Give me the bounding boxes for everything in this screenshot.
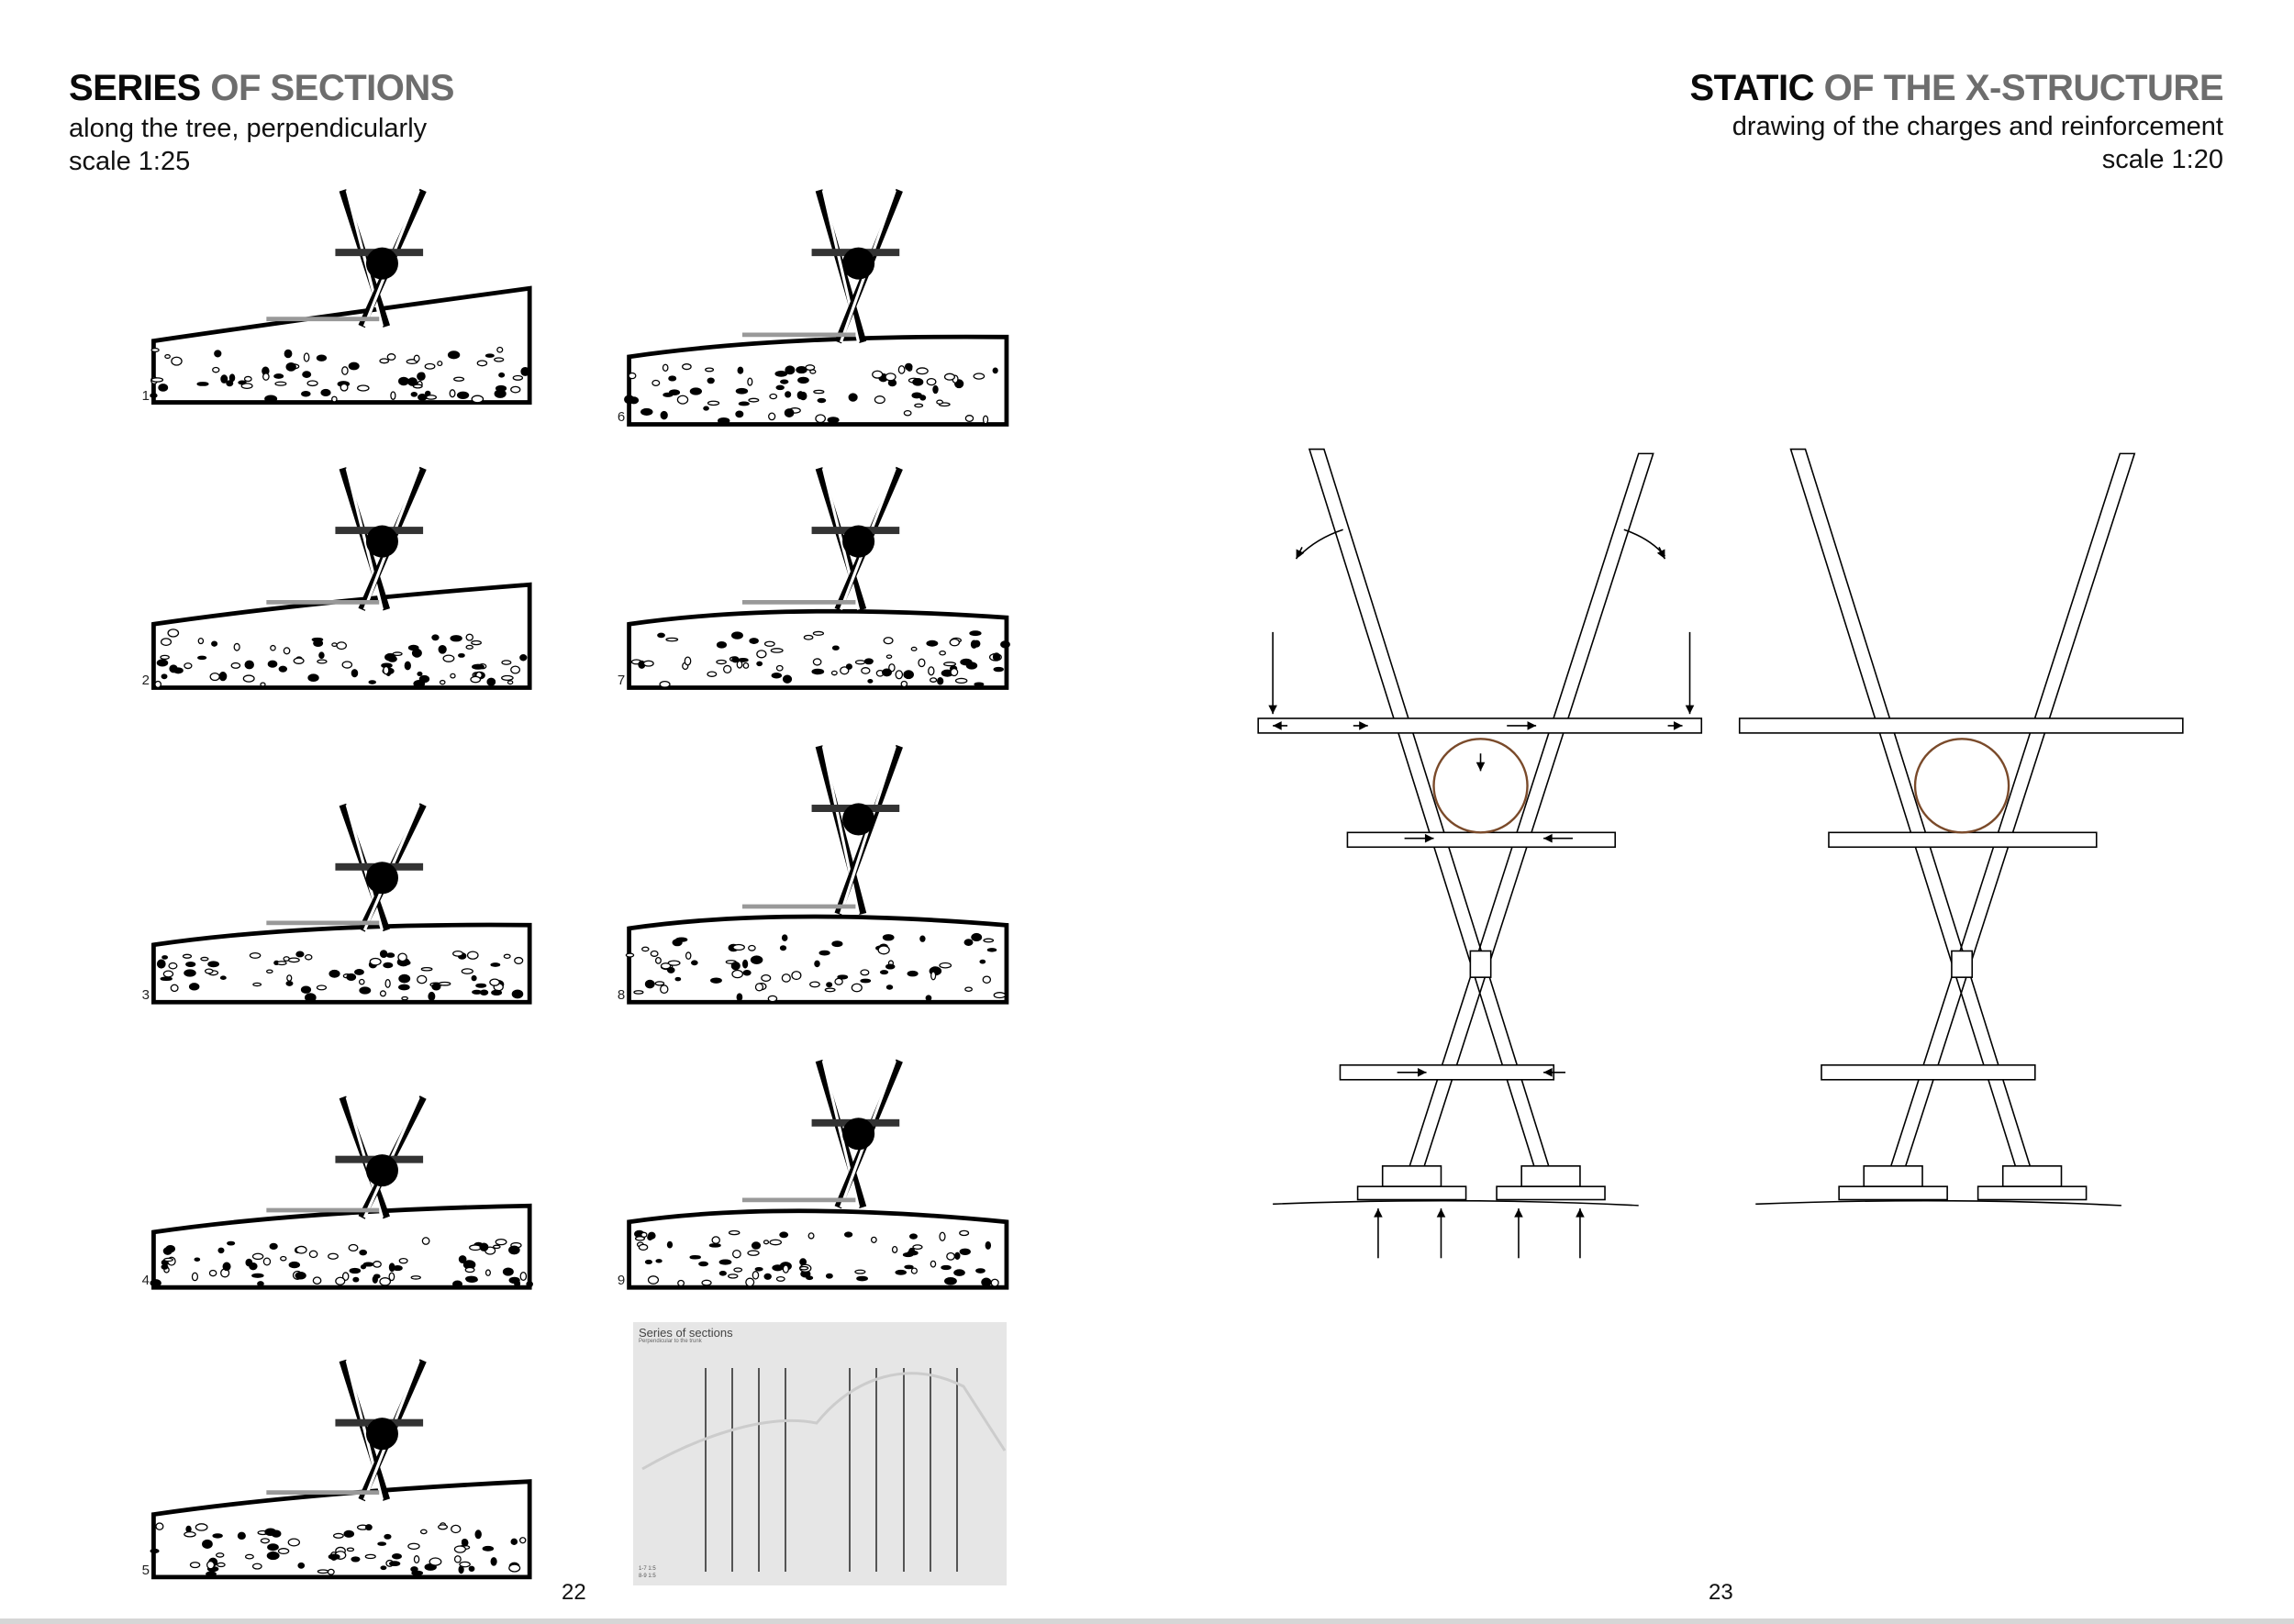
section-drawing [627, 466, 1010, 690]
section-number: 4 [141, 1273, 150, 1289]
bottom-scrollbar-strip [0, 1618, 2294, 1624]
legend-line: 1-7 1:5 [639, 1566, 656, 1572]
section-number: 9 [617, 1273, 626, 1289]
subtitle: drawing of the charges and reinforcement [1732, 112, 2223, 141]
section-drawing [627, 1059, 1009, 1290]
legend-line: 8-9 1:5 [639, 1574, 656, 1579]
x-structure-reinforcement [1738, 448, 2184, 1207]
section-drawing [151, 466, 532, 690]
section-number: 7 [617, 673, 626, 689]
section-drawing [625, 744, 1009, 1005]
page-number-left: 22 [562, 1580, 586, 1605]
title-rest: OF SECTIONS [200, 68, 454, 108]
section-drawing [150, 1359, 532, 1580]
section-lines [641, 1368, 1007, 1572]
subtitle: along the tree, perpendicularly [69, 114, 428, 143]
page-number-right: 23 [1709, 1580, 1733, 1605]
title-strong: SERIES [69, 68, 201, 108]
section-number: 6 [617, 409, 626, 426]
title-strong: STATIC [1689, 68, 1814, 108]
right-page-title: STATIC OF THE X-STRUCTURE [1689, 68, 2223, 108]
section-number: 3 [141, 987, 150, 1004]
section-number: 8 [617, 987, 626, 1004]
section-drawing [150, 1096, 533, 1290]
thumbnail-title: Series of sections [639, 1326, 733, 1340]
section-number: 1 [141, 387, 150, 404]
right-page-subtitle: drawing of the charges and reinforcement… [1732, 110, 2223, 176]
thumbnail-legend: 1-7 1:5 8-9 1:5 [639, 1565, 656, 1580]
section-drawing [150, 188, 532, 405]
section-number: 2 [141, 673, 150, 689]
section-drawing [624, 188, 1009, 427]
x-structure-forces [1257, 448, 1703, 1259]
left-page-subtitle: along the tree, perpendicularly scale 1:2… [69, 112, 427, 178]
section-drawing [151, 803, 532, 1005]
scale-label: scale 1:20 [2101, 145, 2223, 174]
section-number: 5 [141, 1562, 150, 1578]
title-rest: OF THE X-STRUCTURE [1813, 68, 2224, 108]
site-plan-thumbnail: Series of sections Perpendicular to the … [633, 1322, 1007, 1585]
thumbnail-subtitle: Perpendicular to the trunk [639, 1339, 702, 1344]
scale-label: scale 1:25 [69, 147, 191, 176]
left-page-title: SERIES OF SECTIONS [69, 68, 454, 108]
